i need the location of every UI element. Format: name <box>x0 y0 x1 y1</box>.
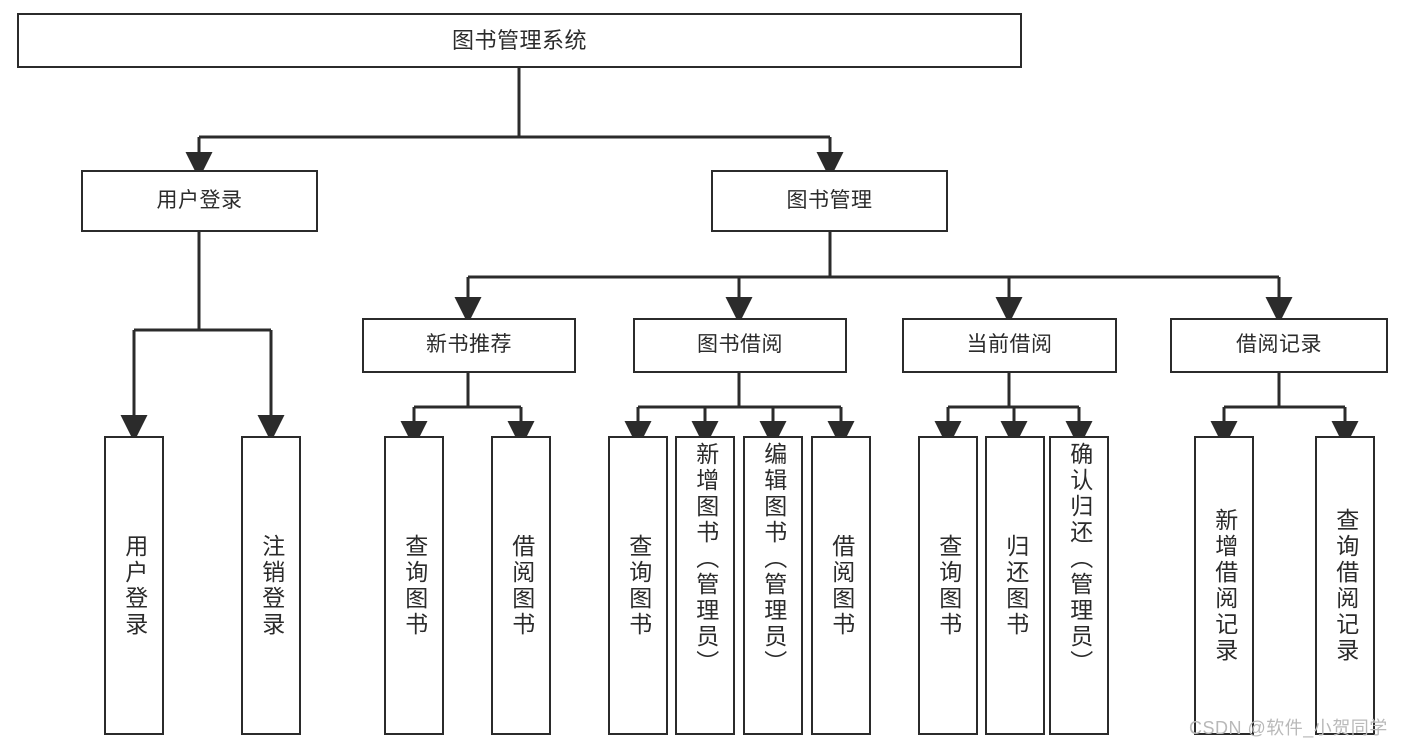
node-leaf-logout[interactable]: 注销登录 <box>241 436 301 735</box>
node-leaf-query-book-3-label: 查询图书 <box>935 533 962 638</box>
node-user-login[interactable]: 用户登录 <box>81 170 318 232</box>
node-leaf-query-book-2[interactable]: 查询图书 <box>608 436 668 735</box>
node-leaf-edit-book[interactable]: 编辑图书（管理员） <box>743 436 803 735</box>
node-leaf-return-book[interactable]: 归还图书 <box>985 436 1045 735</box>
node-leaf-borrow-book-2-label: 借阅图书 <box>828 533 855 638</box>
node-leaf-query-record-label: 查询借阅记录 <box>1332 507 1359 664</box>
node-leaf-query-book-1[interactable]: 查询图书 <box>384 436 444 735</box>
node-user-login-label: 用户登录 <box>156 188 243 212</box>
node-leaf-user-login-label: 用户登录 <box>121 533 148 638</box>
node-leaf-return-book-label: 归还图书 <box>1002 533 1029 638</box>
node-leaf-user-login[interactable]: 用户登录 <box>104 436 164 735</box>
node-leaf-edit-book-label: 编辑图书（管理员） <box>760 442 787 676</box>
node-leaf-add-record-label: 新增借阅记录 <box>1211 507 1238 664</box>
node-leaf-query-book-3[interactable]: 查询图书 <box>918 436 978 735</box>
node-leaf-query-book-2-label: 查询图书 <box>625 533 652 638</box>
node-root[interactable]: 图书管理系统 <box>17 13 1022 68</box>
node-book-management-label: 图书管理 <box>786 188 873 212</box>
node-leaf-query-record[interactable]: 查询借阅记录 <box>1315 436 1375 735</box>
node-leaf-borrow-book-1-label: 借阅图书 <box>508 533 535 638</box>
node-borrow-record-label: 借阅记录 <box>1236 333 1322 357</box>
node-root-label: 图书管理系统 <box>451 27 587 53</box>
node-leaf-confirm-return-label: 确认归还（管理员） <box>1066 442 1093 676</box>
node-new-book-recommend[interactable]: 新书推荐 <box>362 318 576 373</box>
node-leaf-add-book[interactable]: 新增图书（管理员） <box>675 436 735 735</box>
node-leaf-confirm-return[interactable]: 确认归还（管理员） <box>1049 436 1109 735</box>
node-leaf-borrow-book-2[interactable]: 借阅图书 <box>811 436 871 735</box>
node-current-borrow-label: 当前借阅 <box>966 333 1053 357</box>
node-new-book-recommend-label: 新书推荐 <box>426 333 512 357</box>
node-leaf-add-book-label: 新增图书（管理员） <box>692 442 719 676</box>
node-leaf-add-record[interactable]: 新增借阅记录 <box>1194 436 1254 735</box>
node-borrow-record[interactable]: 借阅记录 <box>1170 318 1388 373</box>
node-leaf-logout-label: 注销登录 <box>258 533 285 638</box>
node-book-management[interactable]: 图书管理 <box>711 170 948 232</box>
node-leaf-borrow-book-1[interactable]: 借阅图书 <box>491 436 551 735</box>
node-book-borrow-label: 图书借阅 <box>697 333 783 357</box>
node-leaf-query-book-1-label: 查询图书 <box>401 533 428 638</box>
node-current-borrow[interactable]: 当前借阅 <box>902 318 1117 373</box>
node-book-borrow[interactable]: 图书借阅 <box>633 318 847 373</box>
